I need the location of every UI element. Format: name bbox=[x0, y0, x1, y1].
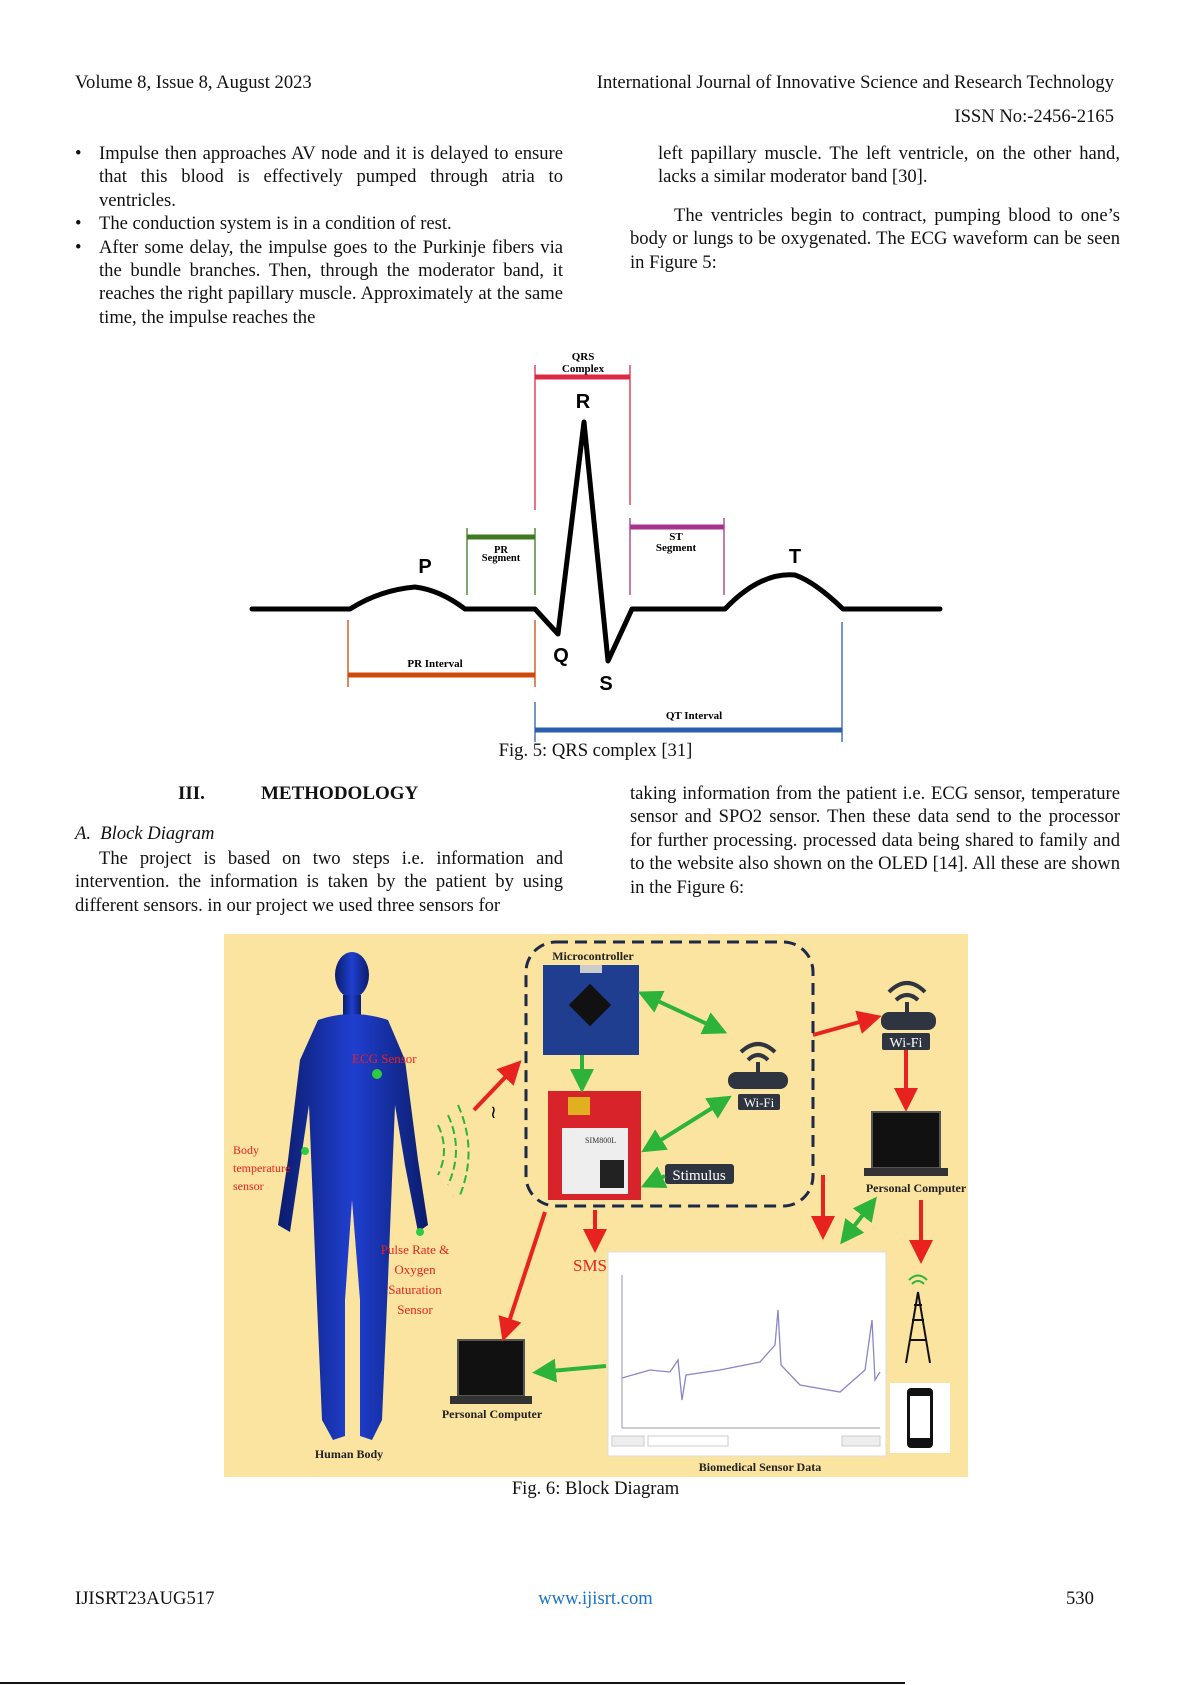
body-paragraph: The project is based on two steps i.e. i… bbox=[75, 848, 563, 916]
green-double-arrow bbox=[840, 1196, 877, 1245]
human-body-label: Human Body bbox=[315, 1447, 383, 1461]
section-number: III. bbox=[178, 783, 205, 804]
ecg-plot-line bbox=[621, 1309, 881, 1401]
stimulus-label: Stimulus bbox=[672, 1168, 726, 1184]
microcontroller-board-icon bbox=[543, 965, 639, 1055]
section-title: METHODOLOGY bbox=[261, 783, 419, 804]
left-column: Impulse then approaches AV node and it i… bbox=[75, 142, 563, 329]
wifi-inner-label: Wi-Fi bbox=[744, 1095, 775, 1110]
wireless-signal-icon bbox=[437, 1104, 470, 1196]
block-diagram-figure: ECG Sensor Body temperature sensor Pulse… bbox=[224, 934, 968, 1477]
pc-left-label: Personal Computer bbox=[442, 1407, 543, 1421]
figure6-caption: Fig. 6: Block Diagram bbox=[511, 1478, 680, 1499]
figure5-caption: Fig. 5: QRS complex [31] bbox=[498, 740, 693, 761]
bullet-continuation: left papillary muscle. The left ventricl… bbox=[658, 143, 1120, 188]
bullet-item: The conduction system is in a condition … bbox=[75, 212, 563, 236]
qt-interval-label: QT Interval bbox=[666, 710, 722, 722]
wifi-label-box bbox=[882, 1033, 930, 1050]
wifi-router-icon bbox=[739, 1042, 777, 1072]
r-wave-label: R bbox=[576, 391, 591, 413]
header-issn: ISSN No:-2456-2165 bbox=[954, 106, 1114, 127]
diagram-arrows bbox=[472, 990, 933, 1383]
green-double-arrow bbox=[637, 990, 728, 1035]
red-arrow bbox=[498, 1211, 547, 1342]
pulse-label: Saturation bbox=[388, 1282, 442, 1297]
s-wave-label: S bbox=[599, 673, 612, 695]
pulse-sensor-dot bbox=[416, 1228, 424, 1236]
pr-segment-label: PR bbox=[494, 545, 508, 556]
st-segment-label: Segment bbox=[656, 542, 697, 554]
footer-rule bbox=[0, 1682, 905, 1684]
q-wave-label: Q bbox=[553, 645, 569, 667]
phone-screen bbox=[910, 1396, 930, 1438]
wifi-outer-label: Wi-Fi bbox=[890, 1036, 923, 1051]
ecg-sensor-dot bbox=[372, 1069, 382, 1079]
temperature-sensor-dot bbox=[301, 1147, 309, 1155]
footer-website-link[interactable]: www.ijisrt.com bbox=[538, 1588, 653, 1609]
pc-right-label: Personal Computer bbox=[866, 1181, 967, 1195]
p-wave-label: P bbox=[418, 556, 431, 578]
st-segment-label: ST bbox=[669, 531, 683, 543]
footer-page-number: 530 bbox=[1066, 1588, 1094, 1609]
human-body-icon bbox=[278, 952, 428, 1440]
ecg-sensor-label: ECG Sensor bbox=[352, 1051, 417, 1066]
sensor-data-label: Biomedical Sensor Data bbox=[699, 1460, 821, 1474]
pr-interval-label: PR Interval bbox=[407, 658, 462, 670]
ecg-waveform-figure: QRS Complex PR Segment ST Segment PR Int… bbox=[249, 351, 943, 742]
laptop-icon bbox=[450, 1339, 532, 1404]
green-arrow bbox=[640, 1166, 668, 1189]
footer-paper-id: IJISRT23AUG517 bbox=[75, 1588, 215, 1609]
wifi-router-body bbox=[881, 1012, 936, 1030]
body-temp-label: temperature bbox=[233, 1161, 290, 1175]
microcontroller-label: Microcontroller bbox=[552, 949, 634, 963]
wifi-router-body bbox=[728, 1072, 788, 1089]
stimulus-box bbox=[665, 1164, 734, 1184]
bullet-item: Impulse then approaches AV node and it i… bbox=[75, 142, 563, 212]
bullet-item: After some delay, the impulse goes to th… bbox=[75, 236, 563, 330]
sim-module-label: SIM800L bbox=[585, 1136, 616, 1145]
cell-tower-icon bbox=[905, 1274, 931, 1364]
pulse-label: Pulse Rate & bbox=[381, 1242, 450, 1257]
header-journal: International Journal of Innovative Scie… bbox=[596, 72, 1114, 93]
pr-segment-label: Segment bbox=[482, 553, 521, 564]
cable-icon: ≀ bbox=[490, 1102, 497, 1122]
wifi-label-box bbox=[738, 1094, 780, 1110]
sms-label: SMS bbox=[573, 1256, 607, 1275]
body-paragraph: The ventricles begin to contract, pumpin… bbox=[630, 205, 1120, 273]
ecg-trace bbox=[249, 419, 943, 664]
body-temp-label: sensor bbox=[233, 1179, 264, 1193]
processor-box bbox=[524, 940, 815, 1208]
wifi-router-icon bbox=[887, 981, 927, 1012]
subsection-title: A. Block Diagram bbox=[75, 823, 215, 844]
header-volume: Volume 8, Issue 8, August 2023 bbox=[75, 72, 312, 93]
green-double-arrow bbox=[641, 1095, 732, 1153]
sim800l-module-icon: SIM800L bbox=[548, 1091, 641, 1200]
pulse-label: Oxygen bbox=[394, 1262, 436, 1277]
laptop-icon bbox=[864, 1111, 948, 1176]
green-arrow bbox=[532, 1358, 607, 1383]
qrs-label: Complex bbox=[562, 363, 605, 375]
bullet-list: Impulse then approaches AV node and it i… bbox=[75, 142, 563, 329]
sensor-data-window bbox=[607, 1251, 887, 1457]
body-paragraph: taking information from the patient i.e.… bbox=[630, 783, 1120, 898]
body-temp-label: Body bbox=[233, 1143, 259, 1157]
pulse-label: Sensor bbox=[397, 1302, 433, 1317]
red-arrow bbox=[472, 1060, 522, 1112]
t-wave-label: T bbox=[789, 546, 801, 568]
qrs-label: QRS bbox=[572, 351, 595, 363]
red-arrow bbox=[812, 1010, 882, 1037]
